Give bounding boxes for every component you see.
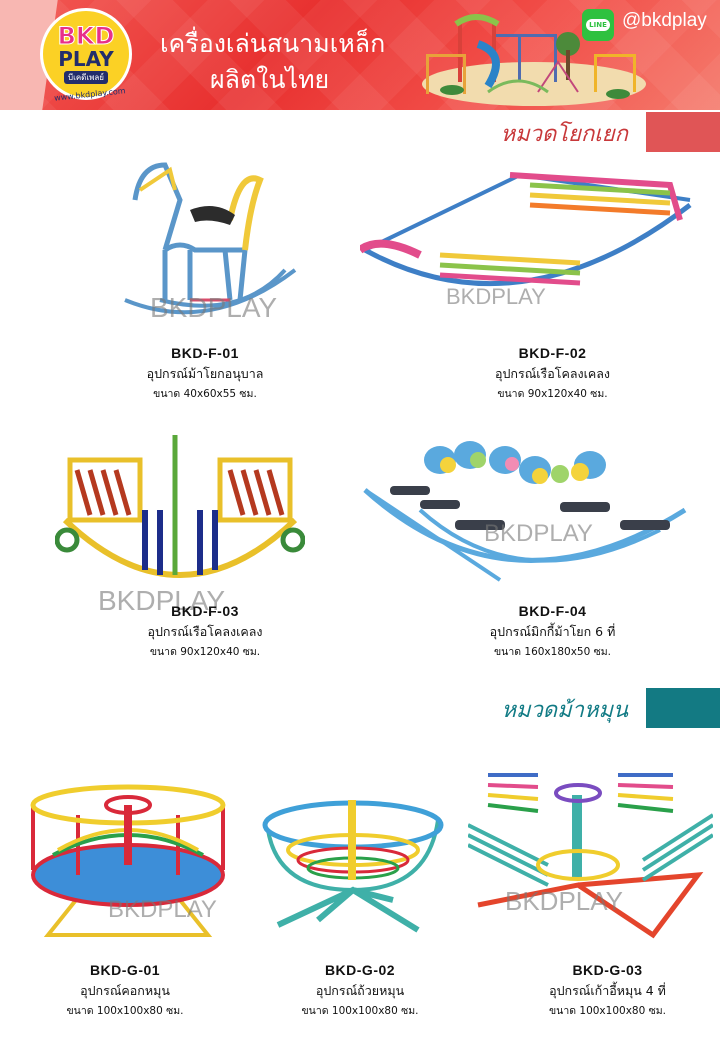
rocking-boat-bench-image[interactable] — [55, 430, 305, 590]
product-name: อุปกรณ์เก้าอี้หมุน 4 ที่ — [549, 983, 666, 998]
product-name: อุปกรณ์เรือโคลงเคลง — [494, 366, 611, 381]
line-handle[interactable]: @bkdplay — [622, 10, 707, 31]
product-code: BKD-G-03 — [572, 962, 643, 978]
product-code: BKD-F-04 — [518, 603, 587, 619]
merry-go-round-pen-image[interactable] — [28, 775, 228, 940]
section-accent-block — [646, 688, 720, 728]
section-accent-block — [646, 112, 720, 152]
product-card-bkd-g-03[interactable]: BKD-G-03 อุปกรณ์เก้าอี้หมุน 4 ที่ ขนาด 1… — [520, 962, 695, 1019]
logo-text-play: PLAY — [58, 47, 114, 71]
rocking-boat-image[interactable] — [360, 165, 705, 335]
product-size: ขนาด 90x120x40 ซม. — [149, 646, 261, 658]
product-size: ขนาด 90x120x40 ซม. — [497, 388, 608, 400]
product-code: BKD-G-02 — [324, 962, 396, 978]
product-card-bkd-g-02[interactable]: BKD-G-02 อุปกรณ์ถ้วยหมุน ขนาด 100x100x80… — [280, 962, 440, 1019]
product-code: BKD-F-02 — [518, 345, 587, 361]
brand-logo[interactable]: BKD PLAY บีเคดีเพลย์ — [40, 8, 132, 100]
banner-title: เครื่องเล่นสนามเหล็ก ผลิตในไทย — [160, 26, 385, 98]
playground-illustration — [422, 14, 646, 106]
product-code: BKD-G-01 — [89, 962, 161, 978]
rocking-horse-image[interactable] — [120, 150, 305, 330]
section-title-merry-go-round: หมวดม้าหมุน — [501, 698, 628, 723]
banner-title-line2: ผลิตในไทย — [210, 65, 330, 94]
product-size: ขนาด 100x100x80 ซม. — [301, 1005, 419, 1017]
logo-text-thai: บีเคดีเพลย์ — [64, 71, 108, 84]
product-code: BKD-F-03 — [171, 603, 239, 619]
spinning-cup-image[interactable] — [258, 780, 448, 940]
logo-text-bkd: BKD — [57, 22, 115, 50]
product-name: อุปกรณ์มิกกี้ม้าโยก 6 ที่ — [489, 624, 616, 639]
line-app-icon[interactable]: LINE — [582, 9, 614, 41]
product-name: อุปกรณ์คอกหมุน — [80, 983, 170, 998]
four-seat-spinner-image[interactable] — [468, 765, 713, 945]
product-size: ขนาด 100x100x80 ซม. — [66, 1005, 184, 1017]
product-card-bkd-f-04[interactable]: BKD-F-04 อุปกรณ์มิกกี้ม้าโยก 6 ที่ ขนาด … — [460, 603, 645, 660]
product-size: ขนาด 100x100x80 ซม. — [548, 1005, 666, 1017]
header-banner: BKD PLAY บีเคดีเพลย์ www.bkdplay.com เคร… — [0, 0, 720, 110]
banner-title-line1: เครื่องเล่นสนามเหล็ก — [160, 29, 386, 58]
product-name: อุปกรณ์ถ้วยหมุน — [315, 983, 405, 998]
product-name: อุปกรณ์ม้าโยกอนุบาล — [146, 366, 264, 381]
product-size: ขนาด 160x180x50 ซม. — [493, 646, 611, 658]
product-size: ขนาด 40x60x55 ซม. — [153, 388, 257, 400]
six-seat-rocker-image[interactable] — [360, 430, 690, 590]
product-card-bkd-f-02[interactable]: BKD-F-02 อุปกรณ์เรือโคลงเคลง ขนาด 90x120… — [460, 345, 645, 402]
product-code: BKD-F-01 — [171, 345, 239, 361]
product-name: อุปกรณ์เรือโคลงเคลง — [147, 624, 263, 639]
product-card-bkd-g-01[interactable]: BKD-G-01 อุปกรณ์คอกหมุน ขนาด 100x100x80 … — [45, 962, 205, 1019]
product-card-bkd-f-03[interactable]: BKD-F-03 อุปกรณ์เรือโคลงเคลง ขนาด 90x120… — [120, 603, 290, 660]
section-title-rocking: หมวดโยกเยก — [500, 122, 628, 147]
product-card-bkd-f-01[interactable]: BKD-F-01 อุปกรณ์ม้าโยกอนุบาล ขนาด 40x60x… — [120, 345, 290, 402]
